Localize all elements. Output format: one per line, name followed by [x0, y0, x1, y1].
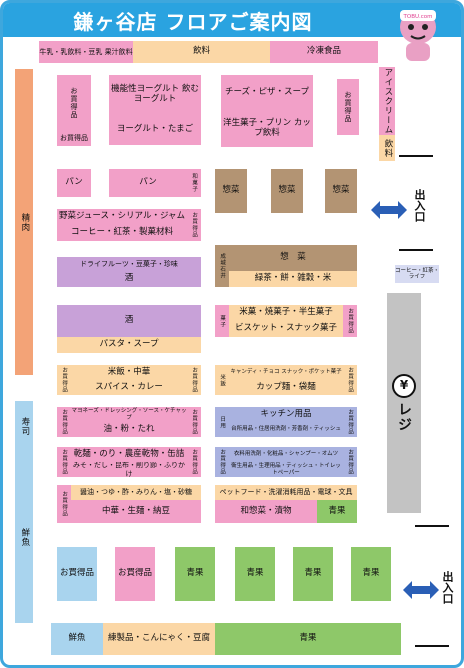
- aisle-kome-chuka: 米飯・中華: [71, 365, 187, 380]
- aisle-sozai-big: 惣 菜: [229, 245, 357, 271]
- aisle-yogurt-drink: 機能性ヨーグルト 飲むヨーグルト: [109, 75, 201, 115]
- aisle-otokuhin-14: お買得品: [215, 447, 229, 477]
- aisle-koohii-rack: コーヒー・紅茶・ライフ: [395, 265, 439, 283]
- aisle-nichiyou: 日用: [215, 407, 229, 437]
- aisle-petfood: ペットフード・洗濯消耗用品・電球・文具: [215, 485, 357, 500]
- wall-aomono-bottom: 青果: [215, 623, 401, 655]
- aisle-otokuhin-6: お買得品: [57, 365, 71, 395]
- aisle-dried-fruit: ドライフルーツ・豆菓子・珍味: [57, 257, 201, 271]
- aisle-coffee-tea-baking: コーヒー・紅茶・製菓材料: [57, 225, 187, 241]
- aisle-otokuhin-3: お買得品: [337, 79, 359, 135]
- register-area: ¥ レジ: [387, 293, 421, 513]
- door-line: [399, 155, 433, 157]
- page-title: 鎌ヶ谷店 フロアご案内図: [73, 10, 313, 34]
- aisle-otokuhin-11: お買得品: [343, 407, 357, 437]
- aisle-otokuhin-9: お買得品: [57, 407, 71, 437]
- aisle-otokuhin-5: お買得品: [343, 305, 357, 337]
- aisle-otokuhin-12: お買得品: [57, 447, 71, 477]
- aisle-pasta-soup: パスタ・スープ: [57, 337, 201, 353]
- aisle-cupmen: カップ麺・袋麺: [229, 380, 343, 395]
- yen-icon: ¥: [392, 374, 416, 398]
- aisle-bread-2: パン: [109, 169, 187, 197]
- aisle-wa-sozai: 和惣菜・漬物: [215, 500, 317, 523]
- aisle-seijo-ishii: 成城石井: [215, 245, 229, 287]
- wall-nerimono: 練製品・こんにゃく・豆腐: [103, 623, 215, 655]
- aisle-otokuhin-1: お買得品: [57, 75, 91, 131]
- aisle-sake-1: 酒: [57, 271, 201, 287]
- aisle-kitchen: キッチン用品: [229, 407, 343, 422]
- wall-icecream-drinks: 飲料: [379, 135, 395, 161]
- entrance-arrow-icon-bottom: [403, 581, 439, 599]
- aisle-laundry: 衣料用洗剤・化粧品・シャンプー・オムツ: [229, 447, 343, 462]
- aisle-ryokucha: 緑茶・餅・雑穀・米: [229, 271, 357, 287]
- wall-frozen: 冷凍食品: [270, 41, 378, 63]
- aisle-sozai-2: 惣菜: [271, 169, 303, 213]
- aisle-miso: みそ・だし・昆布・削り節・ふりかけ: [71, 462, 187, 477]
- aisle-aomono-2: 青果: [235, 547, 275, 601]
- aisle-otokuhin-18: お買得品: [115, 547, 155, 601]
- aisle-oil-flour: 油・粉・たれ: [71, 422, 187, 437]
- aisle-otokuhin-8: お買得品: [343, 365, 357, 395]
- aisle-otokuhin-10: お買得品: [187, 407, 201, 437]
- aisle-aomono-3: 青果: [293, 547, 333, 601]
- aisle-otokuhin-16: お買得品: [57, 485, 71, 523]
- aisle-wagashi-2: 菓子: [215, 305, 229, 337]
- aisle-cheese-pizza-soup: チーズ・ピザ・スープ: [221, 75, 313, 111]
- aisle-tsumami: 米菓・焼菓子・半生菓子: [229, 305, 343, 321]
- aisle-mayo: マヨネーズ・ドレッシング・ソース・ケチャップ: [71, 407, 187, 422]
- door-line: [415, 645, 449, 647]
- aisle-otokuhin-15: お買得品: [343, 447, 357, 477]
- entrance-label-top: 出入口: [413, 189, 426, 222]
- aisle-otokuhin-13: お買得品: [187, 447, 201, 477]
- wall-milk: 牛乳・乳飲料・豆乳 果汁飲料: [39, 41, 133, 63]
- wall-sengyo: 鮮魚: [15, 451, 33, 623]
- aisle-shoyu: 醤油・つゆ・酢・みりん・塩・砂糖: [71, 485, 201, 500]
- wall-drinks: 飲料: [133, 41, 270, 63]
- aisle-aomono-small: 青果: [317, 500, 357, 523]
- wall-sushi: 寿司: [15, 401, 33, 451]
- aisle-wagashi: 和菓子: [187, 169, 201, 197]
- aisle-drugs: 衛生用品・生理用品・ティッシュ・トイレットペーパー: [229, 462, 343, 477]
- aisle-otokuhin-4: お買得品: [187, 209, 201, 241]
- aisle-biscuit: ビスケット・スナック菓子: [229, 321, 343, 337]
- aisle-otokuhin-7: お買得品: [187, 365, 201, 395]
- aisle-aomono-4: 青果: [351, 547, 391, 601]
- entrance-arrow-icon-top: [371, 201, 407, 219]
- header-bar: 鎌ヶ谷店 フロアご案内図: [3, 3, 461, 37]
- entrance-label-bottom: 出入口: [441, 571, 454, 604]
- wall-icecream: アイスクリーム: [379, 67, 395, 135]
- aisle-chuka-ginger: 中華・生麺・納豆: [71, 500, 201, 523]
- aisle-kome-short: 米飯: [215, 365, 229, 395]
- aisle-aomono-1: 青果: [175, 547, 215, 601]
- wall-sengyo-bottom: 鮮魚: [51, 623, 103, 655]
- aisle-candy: キャンディ・チョコ スナック・ポケット菓子: [229, 365, 343, 380]
- aisle-yogurt-egg: ヨーグルト・たまご: [109, 115, 201, 145]
- wall-seiniku: 精肉: [15, 69, 33, 375]
- aisle-sozai-3: 惣菜: [325, 169, 357, 213]
- register-label: レジ: [396, 402, 413, 432]
- aisle-otokuhin-2: お買得品: [57, 131, 91, 146]
- mascot-character-icon: TOBU.com: [400, 10, 436, 61]
- aisle-juice-cereal-jam: 野菜ジュース・シリアル・ジャム: [57, 209, 187, 225]
- aisle-household: 台所用品・住居用洗剤・芳香剤・ティッシュ: [229, 422, 343, 437]
- aisle-spice-curry: スパイス・カレー: [71, 380, 187, 395]
- aisle-bread-1: パン: [57, 169, 91, 197]
- logo-text: TOBU.com: [403, 14, 433, 20]
- aisle-otokuhin-17: お買得品: [57, 547, 97, 601]
- aisle-sake-2: 酒: [57, 305, 201, 337]
- door-line: [415, 525, 449, 527]
- aisle-western-sweets: 洋生菓子・プリン カップ飲料: [221, 111, 313, 147]
- door-line: [399, 249, 433, 251]
- aisle-sozai-1: 惣菜: [215, 169, 247, 213]
- aisle-kanmen: 乾麺・のり・農産乾物・缶詰: [71, 447, 187, 462]
